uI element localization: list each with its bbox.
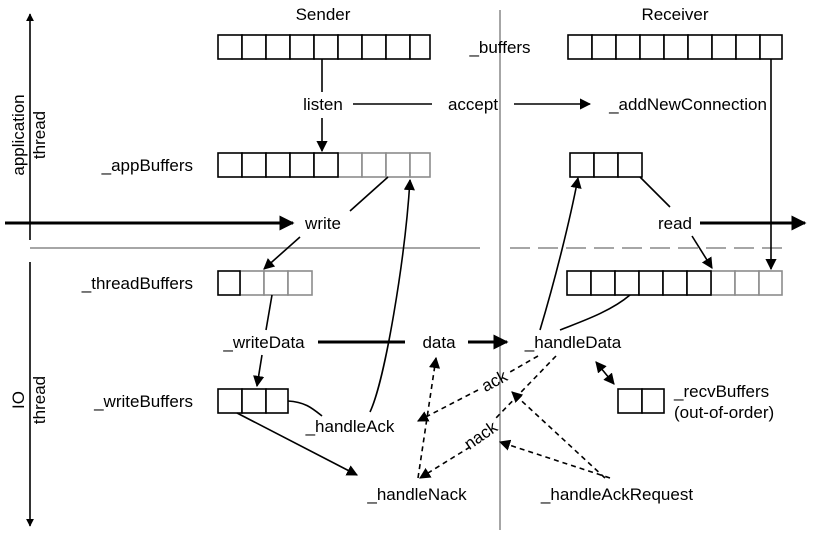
application-thread-label-2: thread [30, 111, 49, 159]
thread-buffers-label: _threadBuffers [81, 274, 193, 293]
read-label: read [658, 214, 692, 233]
io-thread-label-2: thread [30, 376, 49, 424]
connections [5, 59, 807, 476]
data-label: data [422, 333, 456, 352]
listen-label: listen [303, 95, 343, 114]
sender-thread-buffers [217, 270, 313, 296]
nack-label: nack [461, 417, 502, 453]
handle-ack-label: _handleAck [305, 417, 395, 436]
handle-ack-request-label: _handleAckRequest [540, 485, 693, 504]
sender-write-buffers [217, 388, 289, 414]
ack-label: ack [478, 366, 511, 395]
write-data-label: _writeData [222, 333, 305, 352]
dashed-connections [417, 355, 611, 479]
app-buffers-label: _appBuffers [101, 156, 193, 175]
accept-label: accept [448, 95, 498, 114]
sender-app-buffers [217, 152, 431, 178]
io-thread-label-1: IO [9, 391, 28, 409]
receiver-thread-buffers [566, 270, 783, 296]
receiver-recv-buffers [617, 388, 665, 414]
receiver-app-buffers [569, 152, 643, 178]
buffers-label: _buffers [468, 38, 530, 57]
receiver-buffers [567, 34, 783, 60]
recv-buffers-sublabel: (out-of-order) [674, 403, 774, 422]
write-buffers-label: _writeBuffers [93, 392, 193, 411]
handle-nack-label: _handleNack [366, 485, 467, 504]
application-thread-label-1: application [9, 94, 28, 175]
write-label: write [304, 214, 341, 233]
sender-buffers [217, 34, 431, 60]
receiver-header: Receiver [641, 5, 708, 24]
sender-header: Sender [296, 5, 351, 24]
add-new-connection-label: _addNewConnection [608, 95, 767, 114]
recv-buffers-label: _recvBuffers [673, 382, 769, 401]
handle-data-label: _handleData [524, 333, 622, 352]
